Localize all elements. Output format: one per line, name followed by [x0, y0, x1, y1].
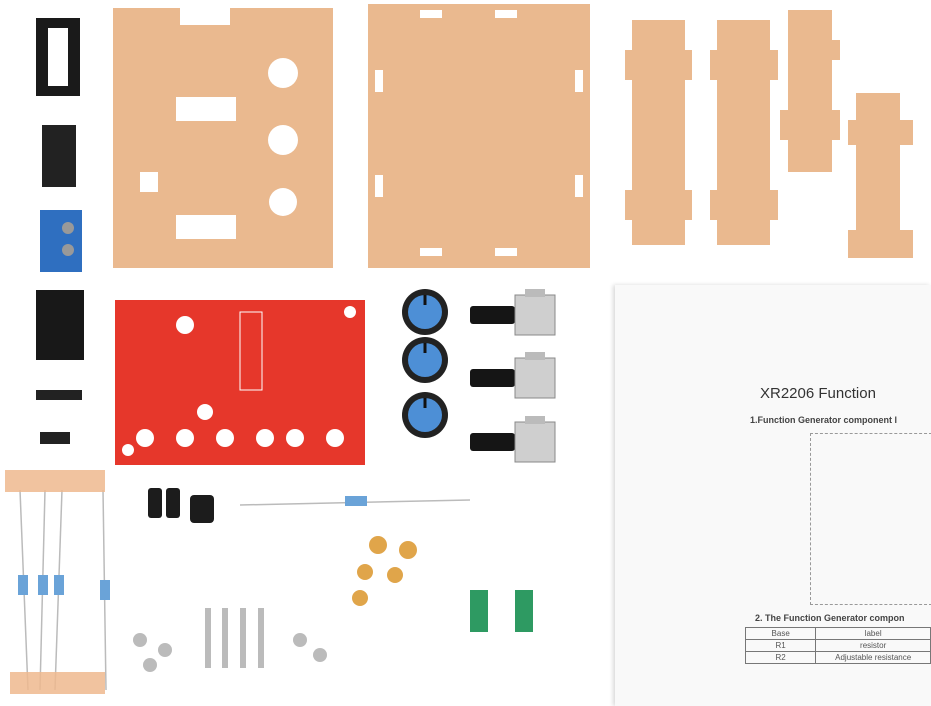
manual-section-2: 2. The Function Generator compon	[755, 613, 905, 623]
table-cell: R1	[744, 639, 817, 652]
manual-section-1: 1.Function Generator component l	[750, 415, 898, 425]
acrylic-panel-back	[368, 4, 590, 268]
potentiometers	[469, 288, 556, 463]
manual-figure	[810, 433, 931, 605]
knobs	[402, 289, 448, 438]
acrylic-side-strips	[625, 10, 913, 258]
table-cell: resistor	[815, 639, 931, 652]
table-header: label	[815, 627, 931, 640]
jumpers	[470, 590, 533, 632]
dc-jack	[36, 290, 84, 360]
ic-chip	[42, 125, 76, 187]
table-header: Base	[744, 627, 817, 640]
table-cell: Adjustable resistance	[815, 651, 931, 664]
pin-headers	[36, 390, 82, 444]
ceramic-capacitors	[352, 536, 417, 606]
ic-socket	[36, 18, 80, 96]
screws-nuts	[133, 608, 327, 672]
acrylic-panel-front	[113, 8, 333, 268]
manual-title: XR2206 Function	[760, 385, 876, 402]
electrolytic-capacitors	[148, 488, 214, 523]
tape-strips	[5, 470, 105, 694]
terminal-block	[40, 210, 82, 272]
table-cell: R2	[744, 651, 817, 664]
pcb-board	[115, 300, 365, 465]
instruction-manual: XR2206 Function 1.Function Generator com…	[615, 285, 931, 706]
resistors	[18, 489, 471, 691]
